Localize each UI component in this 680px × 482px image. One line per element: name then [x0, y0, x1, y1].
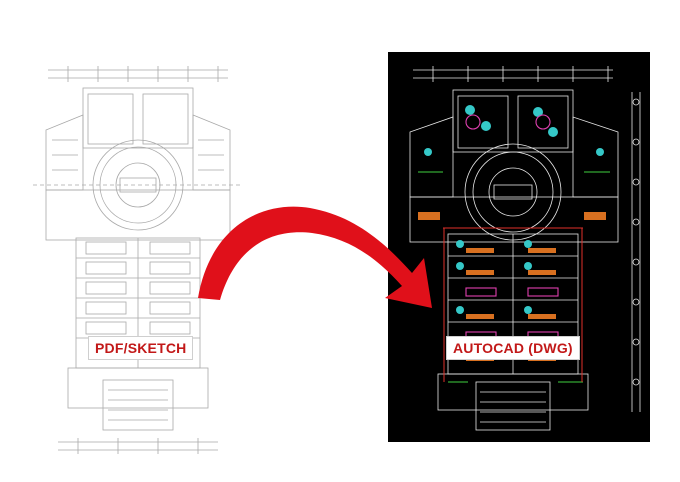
- target-format-label: AUTOCAD (DWG): [446, 336, 580, 360]
- pdf-sketch-floor-plan: [33, 66, 243, 454]
- source-format-label: PDF/SKETCH: [88, 336, 194, 360]
- curved-arrow-icon: [198, 206, 432, 308]
- autocad-dwg-floor-plan: [388, 52, 650, 442]
